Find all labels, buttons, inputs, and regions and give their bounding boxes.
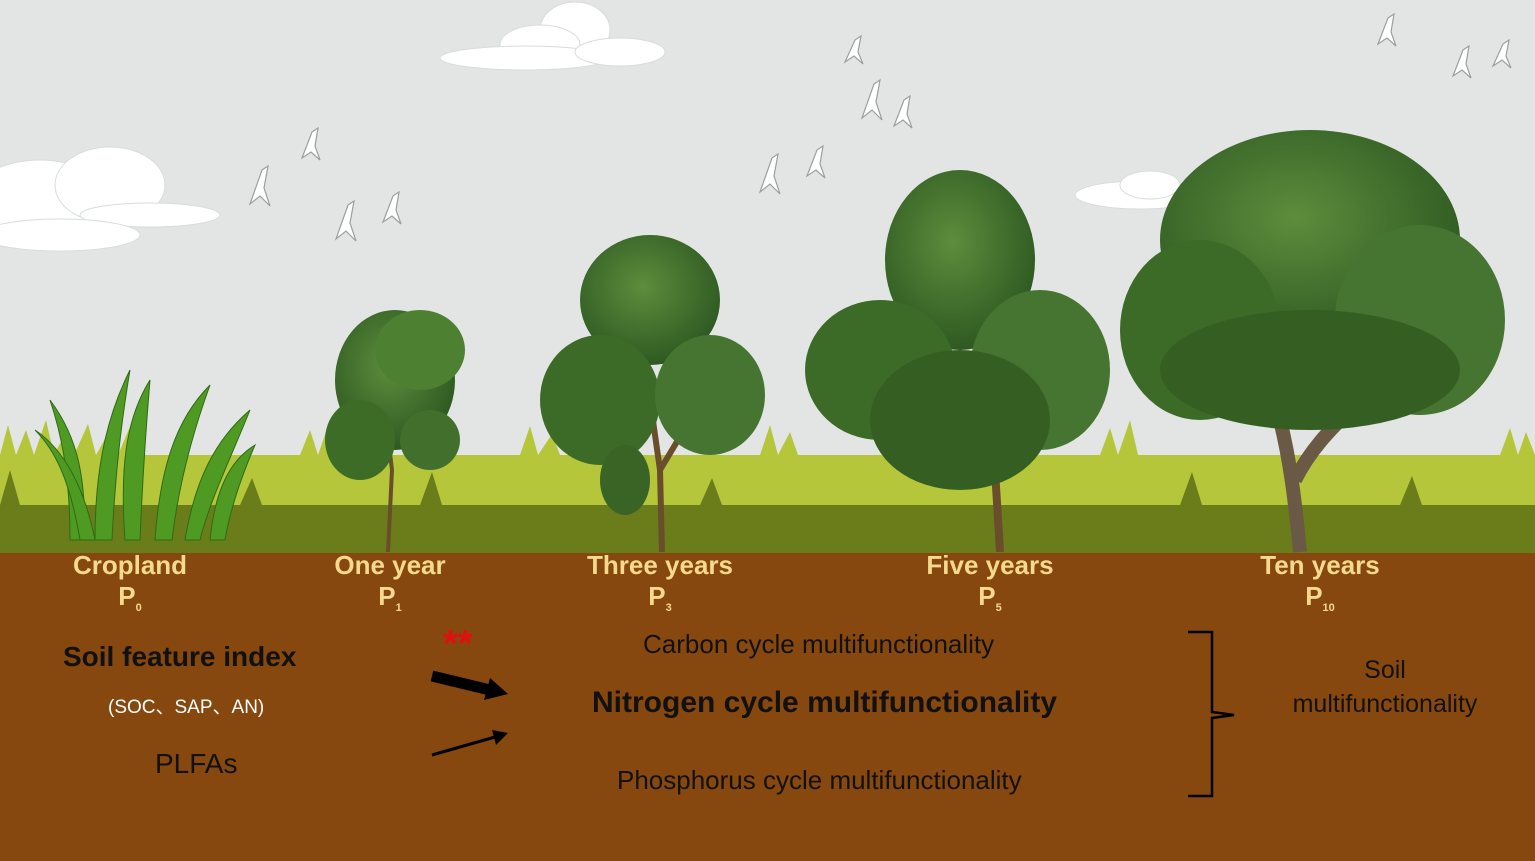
bird-6 — [805, 144, 826, 179]
soil-multifunctionality-label: Soil multifunctionality — [1270, 653, 1500, 721]
crop-cropland — [34, 369, 257, 541]
nitrogen-cycle-label: Nitrogen cycle multifunctionality — [592, 686, 1058, 719]
stage-name: Ten years — [1260, 550, 1380, 580]
tree-five-years — [805, 170, 1110, 553]
stage-label-three-years: Three years P3 — [570, 550, 750, 624]
stage-name: Five years — [926, 550, 1054, 580]
stage-label-cropland: Cropland P0 — [55, 550, 205, 624]
soil-feature-index-label: Soil feature index — [63, 641, 297, 672]
stage-code: P1 — [378, 581, 402, 614]
cloud-top — [439, 1, 666, 71]
arrow-plfas-to-nitrogen — [431, 730, 508, 757]
arrow-soil-feature-to-nitrogen — [430, 670, 508, 700]
tree-one-year — [325, 310, 465, 553]
bird-1 — [248, 164, 271, 207]
bird-11 — [1451, 44, 1472, 79]
bird-8 — [860, 78, 883, 121]
grass-blades — [0, 420, 1535, 455]
stage-name: Three years — [587, 550, 733, 580]
bird-9 — [892, 94, 913, 129]
bird-3 — [334, 199, 357, 242]
significance-marker: ** — [443, 623, 473, 665]
bird-7 — [843, 34, 864, 65]
stage-label-one-year: One year P1 — [315, 550, 465, 624]
carbon-cycle-label: Carbon cycle multifunctionality — [643, 629, 995, 659]
stage-code: P0 — [118, 581, 142, 614]
stage-label-ten-years: Ten years P10 — [1240, 550, 1400, 624]
tree-ten-years — [1120, 130, 1505, 553]
birds — [248, 12, 1512, 242]
stage-name: Cropland — [72, 550, 188, 580]
bird-12 — [1491, 38, 1512, 69]
stage-label-five-years: Five years P5 — [905, 550, 1075, 624]
bird-5 — [758, 152, 781, 195]
stage-code: P10 — [1305, 581, 1335, 614]
soil-multifunctionality-brace — [1188, 630, 1235, 798]
outcome-line-1: Soil — [1364, 656, 1406, 684]
bird-4 — [381, 190, 402, 225]
grass-dark — [0, 505, 1535, 555]
cloud-left — [0, 146, 221, 252]
soil-layer — [0, 553, 1535, 861]
soil-feature-components: (SOC、SAP、AN) — [108, 697, 265, 718]
stage-name: One year — [334, 550, 446, 580]
bird-10 — [1376, 12, 1397, 47]
bird-2 — [300, 126, 321, 161]
outcome-line-2: multifunctionality — [1292, 690, 1478, 718]
plfas-label: PLFAs — [155, 748, 238, 779]
stage-code: P5 — [978, 581, 1002, 614]
phosphorus-cycle-label: Phosphorus cycle multifunctionality — [617, 765, 1022, 795]
stage-code: P3 — [648, 581, 672, 614]
tree-three-years — [540, 235, 765, 553]
